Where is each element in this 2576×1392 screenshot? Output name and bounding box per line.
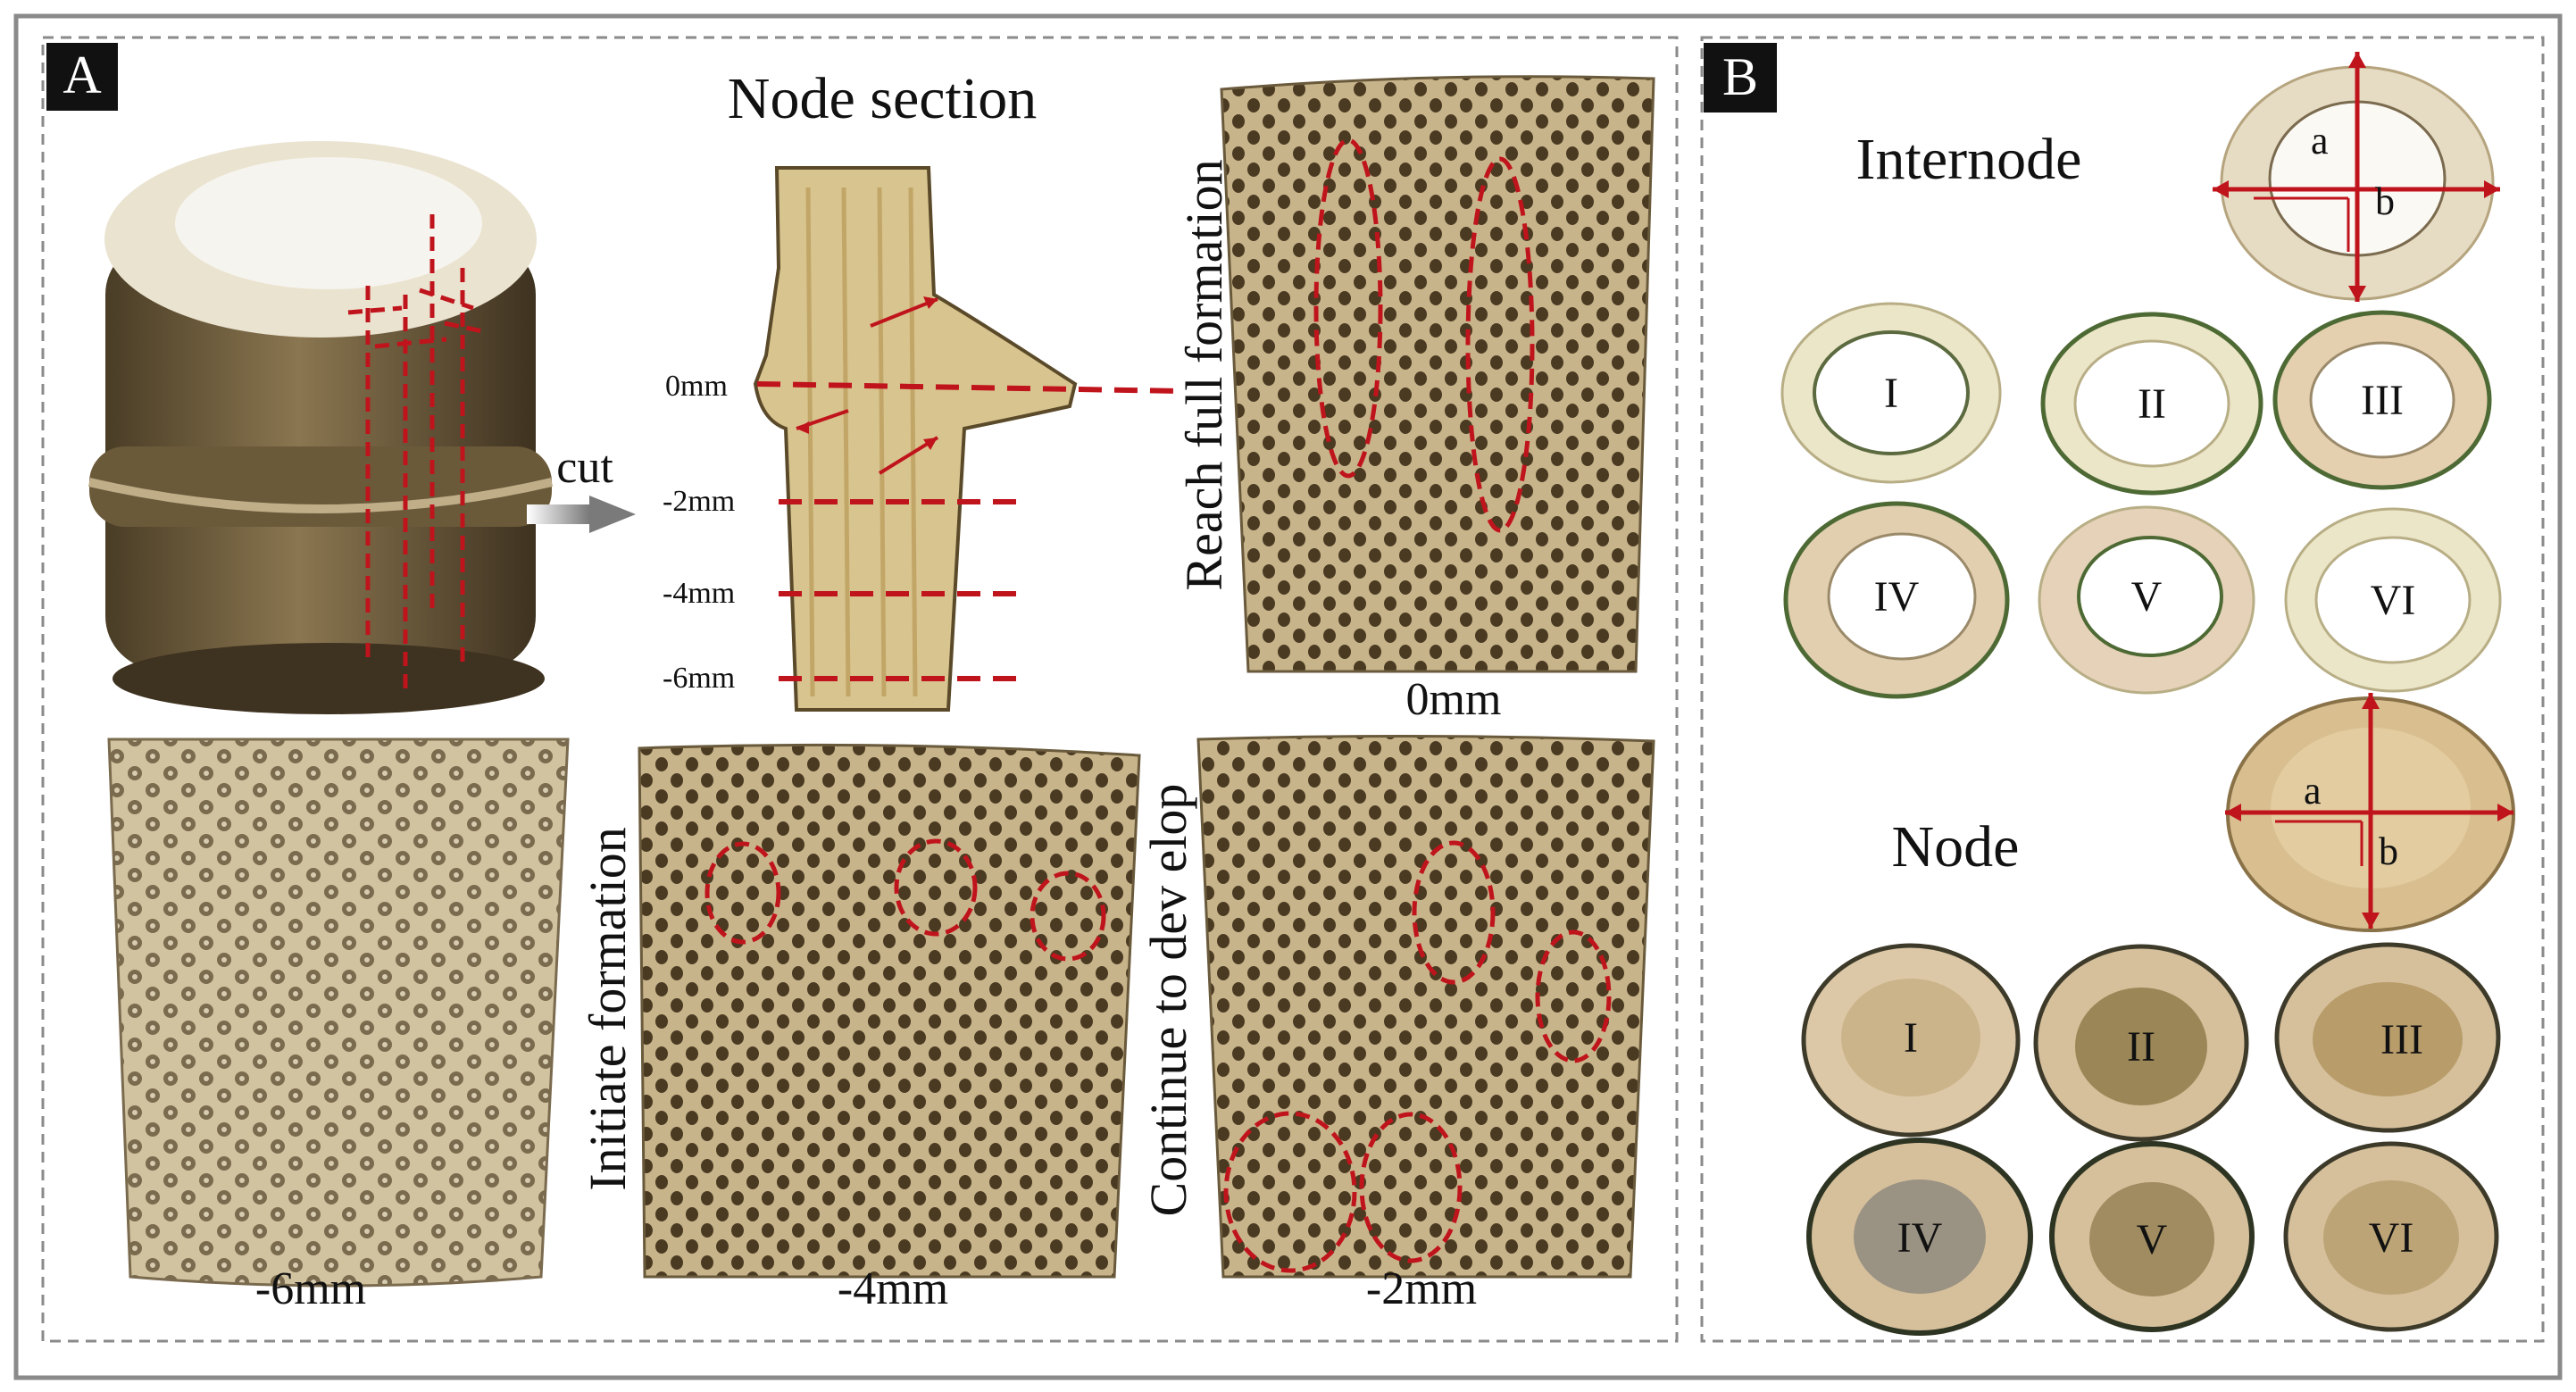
internode-ring-label-3: III — [2361, 377, 2404, 424]
caption-minus-4mm: -4mm — [838, 1263, 948, 1314]
internode-ring-2: II — [2040, 312, 2263, 496]
cross-section-minus-4mm — [638, 743, 1141, 1279]
node-section-title: Node section — [728, 66, 1037, 131]
node-disc-label-6: VI — [2369, 1214, 2414, 1262]
node-axis-a: a — [2304, 769, 2322, 813]
node-disc-3: III — [2274, 942, 2501, 1133]
continue-develop-label: Continue to dev elop — [1139, 784, 1197, 1217]
caption-minus-6mm: -6mm — [255, 1263, 366, 1314]
cross-section-minus-6mm — [107, 738, 570, 1288]
node-axis-b: b — [2379, 829, 2398, 873]
node-section-image — [753, 166, 1078, 712]
panel-a: A cut Node section — [46, 43, 1655, 1314]
internode-ring-6: VI — [2284, 507, 2502, 693]
internode-ring-5: V — [2038, 505, 2255, 695]
panel-b: B Internode a b I — [1704, 43, 2515, 1336]
caption-minus-2mm: -2mm — [1366, 1263, 1477, 1314]
node-disc-label-3: III — [2380, 1016, 2423, 1063]
panel-b-letter-box — [1704, 43, 1777, 113]
cut-label: cut — [556, 442, 613, 493]
node-disc-6: VI — [2283, 1141, 2499, 1332]
panel-a-frame — [41, 36, 1679, 1343]
internode-ring-label-1: I — [1884, 370, 1898, 417]
panel-a-letter: A — [63, 46, 101, 104]
internode-ring-label-6: VI — [2371, 577, 2416, 624]
bamboo-culm-segment — [88, 141, 554, 714]
node-disc-label-2: II — [2127, 1023, 2155, 1071]
internode-ring-3: III — [2272, 310, 2492, 490]
internode-ring-label-5: V — [2131, 573, 2163, 621]
cross-section-0mm — [1220, 75, 1655, 673]
depth-lines — [756, 381, 1184, 681]
node-disc-4: IV — [1806, 1138, 2033, 1336]
depth-label-0: 0mm — [665, 370, 728, 403]
depth-label-2: -2mm — [663, 485, 735, 518]
internode-ring-grid: I II III IV V — [1780, 302, 2502, 699]
internode-ring-1: I — [1780, 302, 2002, 484]
node-disc-label-5: V — [2137, 1216, 2168, 1263]
internode-ring-4: IV — [1783, 501, 2010, 699]
cross-section-minus-2mm — [1196, 734, 1655, 1279]
depth-label-6: -6mm — [663, 662, 735, 695]
node-disc-1: I — [1801, 943, 2021, 1138]
cut-position-markers — [347, 214, 488, 692]
node-disc-2: II — [2033, 944, 2249, 1142]
internode-measure-ring — [2213, 52, 2500, 302]
panel-b-letter: B — [1722, 47, 1758, 106]
cut-arrow — [527, 496, 636, 533]
internode-title: Internode — [1856, 127, 2082, 192]
node-disc-label-4: IV — [1897, 1214, 1943, 1262]
node-disc-grid: I II III IV V — [1801, 942, 2501, 1336]
node-disc-label-1: I — [1904, 1014, 1918, 1062]
initiate-formation-label: Initiate formation — [579, 827, 637, 1190]
panel-a-letter-box — [46, 43, 118, 111]
caption-0mm: 0mm — [1406, 674, 1502, 725]
full-formation-label: Reach full formation — [1175, 159, 1233, 590]
node-measure-disc — [2225, 693, 2515, 932]
node-disc-5: V — [2049, 1141, 2255, 1332]
internode-axis-b: b — [2375, 179, 2395, 223]
depth-label-4: -4mm — [663, 577, 735, 610]
panel-b-frame — [1700, 36, 2545, 1343]
internode-ring-label-4: IV — [1874, 573, 1920, 621]
figure-frame — [13, 13, 2563, 1380]
internode-ring-label-2: II — [2138, 380, 2166, 428]
internode-axis-a: a — [2311, 119, 2329, 163]
node-title: Node — [1892, 814, 2020, 879]
